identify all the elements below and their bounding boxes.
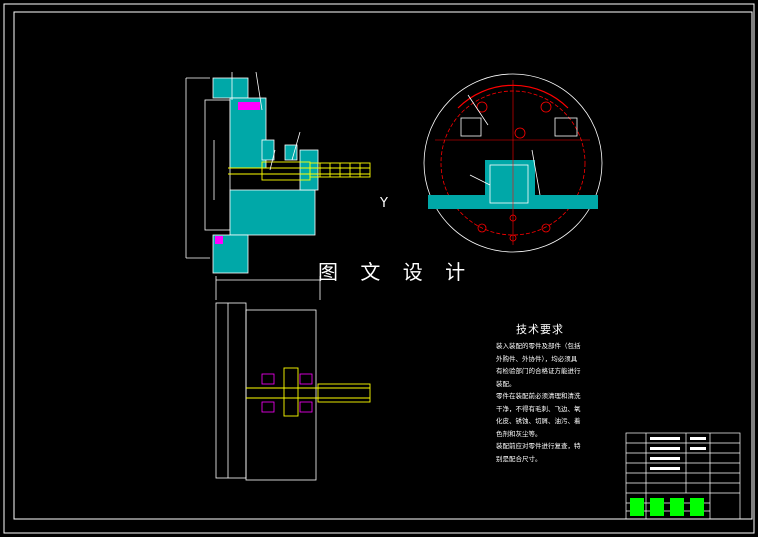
title-block xyxy=(625,432,741,520)
tech-requirement-line: 装配前应对零件进行复查，特 xyxy=(496,442,581,450)
tech-requirement-line: 装配。 xyxy=(496,379,516,388)
tech-requirement-line: 别是配合尺寸。 xyxy=(496,454,542,463)
tech-requirement-line: 干净，不得有毛刺、飞边、氧 xyxy=(496,404,581,413)
tech-requirement-line: 有检验部门的合格证方能进行 xyxy=(496,367,581,375)
tech-requirement-line: 零件在装配前必须清理和清洗 xyxy=(496,392,581,400)
tech-requirement-line: 色剂和灰尘等。 xyxy=(496,429,542,438)
bottom-plan-view xyxy=(215,302,371,481)
inner-frame xyxy=(13,11,753,520)
front-section-view xyxy=(185,71,371,300)
tech-requirement-line: 外购件、外协件），均必须具 xyxy=(496,354,578,363)
circular-side-view xyxy=(423,73,603,253)
outer-frame xyxy=(3,3,755,534)
watermark-text: 图 文 设 计 xyxy=(318,260,474,284)
axis-marker: Y xyxy=(380,196,388,211)
tech-requirements-list: 装入装配的零件及部件（包括 外购件、外协件），均必须具 有检验部门的合格证方能进… xyxy=(496,340,586,465)
tech-requirement-line: 装入装配的零件及部件（包括 xyxy=(496,342,581,350)
tech-requirements-title: 技术要求 xyxy=(516,323,564,336)
tech-requirement-line: 化皮、锈蚀、切屑、油污、着 xyxy=(496,417,581,425)
